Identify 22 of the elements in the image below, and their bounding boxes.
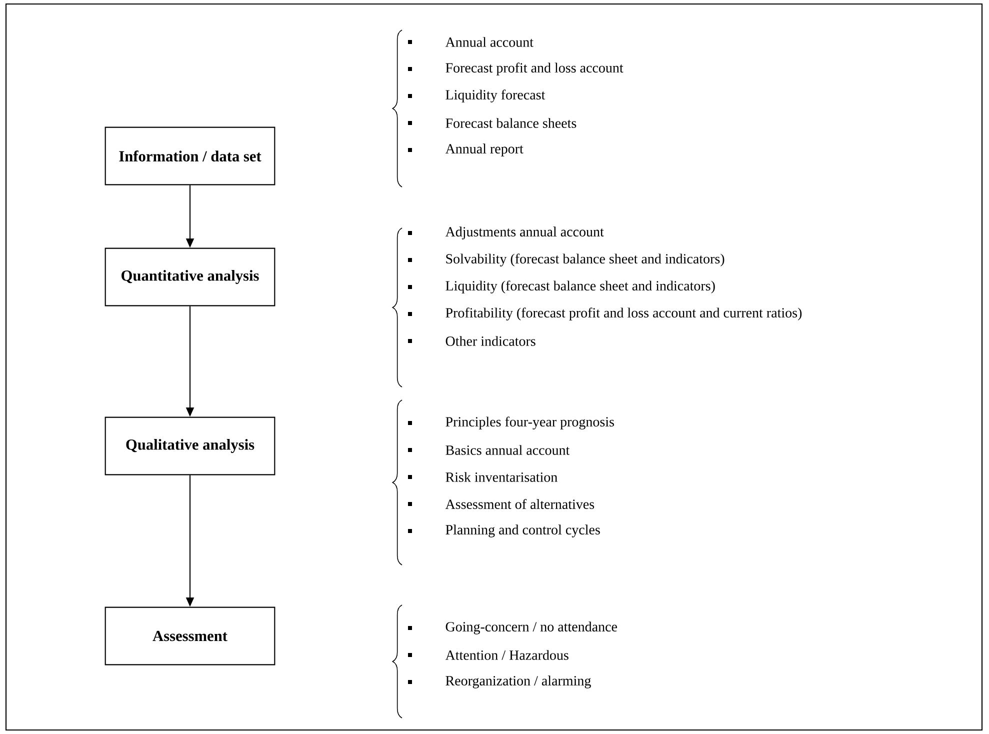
process-box: Assessment [104, 606, 276, 666]
list-item: Liquidity (forecast balance sheet and indicators) [446, 280, 715, 294]
list-item: Forecast profit and loss account [446, 62, 624, 76]
process-box: Qualitative analysis [104, 416, 276, 476]
list-item: Assessment of alternatives [445, 499, 594, 509]
list-item: Forecast balance sheets [446, 118, 576, 128]
list-item: Planning and control cycles [446, 524, 600, 538]
list-item: Profitability (forecast profit and loss account and current ratios) [446, 308, 802, 320]
list-item: Basics annual account [446, 445, 570, 455]
process-box: Quantitative analysis [104, 248, 276, 306]
list-item: Liquidity forecast [446, 90, 546, 102]
list-item: Annual report [445, 144, 524, 156]
list-item: Solvability (forecast balance sheet and indicators) [446, 254, 724, 266]
list-item: Reorganization / alarming [446, 676, 591, 688]
list-item: Annual account [445, 37, 534, 47]
list-item: Other indicators [446, 336, 536, 346]
list-item: Attention / Hazardous [445, 650, 568, 660]
list-item: Going-concern / no attendance [446, 622, 617, 634]
list-item: Principles four-year prognosis [446, 416, 614, 430]
process-box: Information / data set [104, 126, 276, 186]
list-item: Risk inventarisation [446, 472, 558, 482]
list-item: Adjustments annual account [445, 226, 604, 240]
